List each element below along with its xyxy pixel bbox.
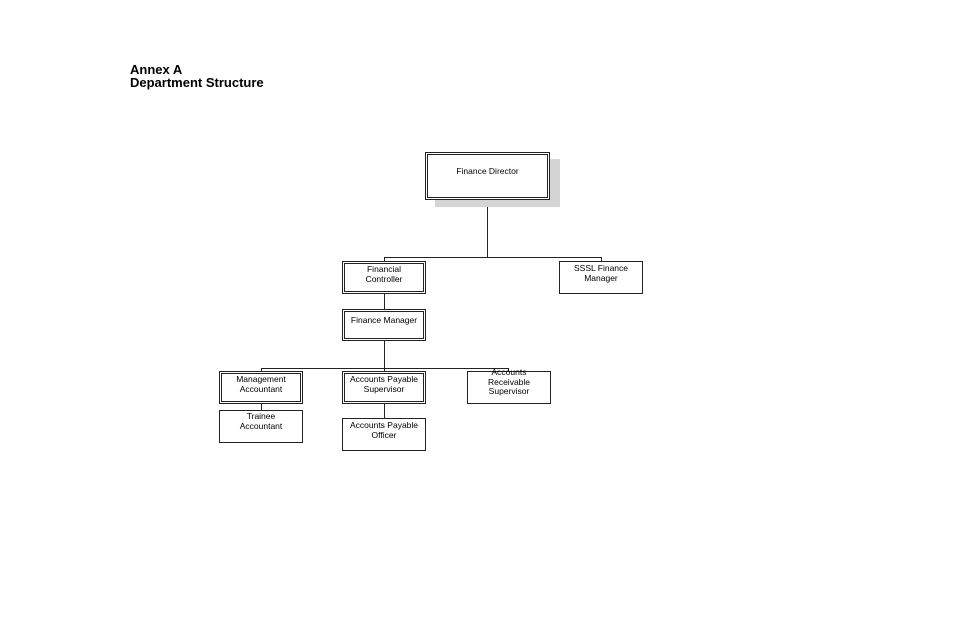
node-financial-controller: Financial Controller <box>342 261 426 294</box>
connector <box>508 368 509 372</box>
node-trainee-accountant: Trainee Accountant <box>219 410 303 443</box>
node-accounts-payable-supervisor: Accounts Payable Supervisor <box>342 371 426 404</box>
connector <box>384 293 385 309</box>
annex-label: Annex A <box>130 62 183 77</box>
page-title: Department Structure <box>130 75 264 90</box>
connector <box>601 257 602 262</box>
connector <box>261 368 509 369</box>
connector <box>384 403 385 419</box>
connector <box>384 257 602 258</box>
node-finance-manager: Finance Manager <box>342 309 426 341</box>
connector <box>384 257 385 262</box>
node-management-accountant: Management Accountant <box>219 371 303 404</box>
connector <box>261 403 262 411</box>
connector <box>487 199 488 257</box>
node-accounts-payable-officer: Accounts Payable Officer <box>342 418 426 451</box>
connector <box>384 340 385 372</box>
connector <box>261 368 262 372</box>
node-sssl-finance-manager: SSSL Finance Manager <box>559 261 643 294</box>
node-finance-director: Finance Director <box>425 152 550 200</box>
node-accounts-receivable-supervisor: Accounts Receivable Supervisor <box>467 367 551 404</box>
